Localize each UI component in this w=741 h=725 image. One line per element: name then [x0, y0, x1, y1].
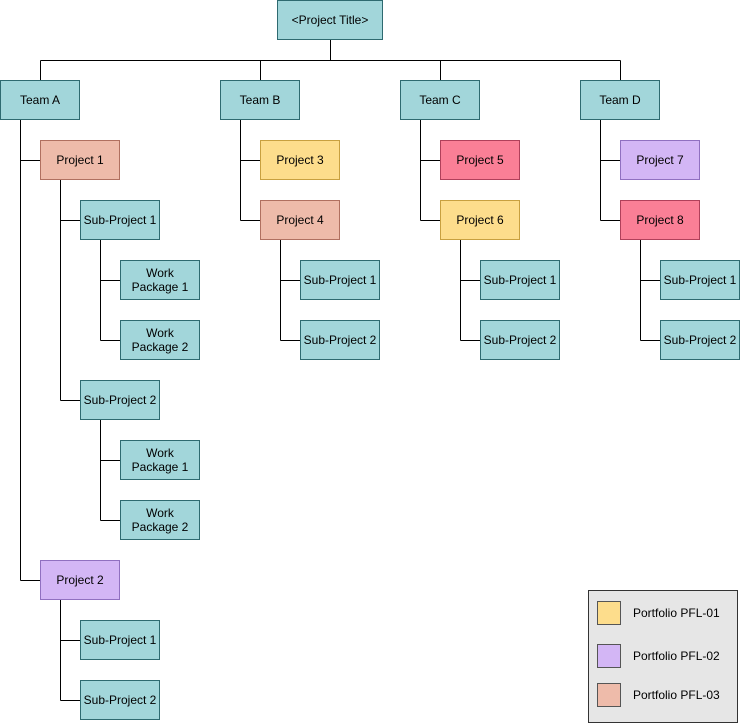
connector-team-a [20, 120, 40, 581]
connector-a-p1-sub1 [100, 240, 120, 341]
legend-label-pfl-02: Portfolio PFL-02 [633, 649, 720, 663]
a-p1-sub1-work-package-1-node[interactable]: Work Package 1 [120, 260, 200, 300]
connector-a-p1-sub2 [100, 420, 120, 521]
a-p1-sub1-work-package-2-node[interactable]: Work Package 2 [120, 320, 200, 360]
project-5-node[interactable]: Project 5 [440, 140, 520, 180]
a-p1-sub-project-1-node[interactable]: Sub-Project 1 [80, 200, 160, 240]
legend: Portfolio PFL-01 Portfolio PFL-02 Portfo… [588, 590, 738, 723]
d-p8-sub-project-2-node[interactable]: Sub-Project 2 [660, 320, 740, 360]
connector-team-c [420, 120, 440, 221]
team-b-node[interactable]: Team B [220, 80, 300, 120]
connector-b-project4 [280, 240, 300, 341]
connector-team-b [240, 120, 260, 221]
project-6-node[interactable]: Project 6 [440, 200, 520, 240]
legend-swatch-pfl-02 [597, 644, 621, 668]
legend-item-pfl-01: Portfolio PFL-01 [597, 600, 720, 626]
team-d-node[interactable]: Team D [580, 80, 660, 120]
b-p4-sub-project-1-node[interactable]: Sub-Project 1 [300, 260, 380, 300]
project-4-node[interactable]: Project 4 [260, 200, 340, 240]
a-p1-sub2-work-package-1-node[interactable]: Work Package 1 [120, 440, 200, 480]
legend-label-pfl-01: Portfolio PFL-01 [633, 606, 720, 620]
connector-team-d [600, 120, 620, 221]
legend-item-pfl-02: Portfolio PFL-02 [597, 643, 720, 669]
connector-d-project8 [640, 240, 660, 341]
a-p1-sub2-work-package-2-node[interactable]: Work Package 2 [120, 500, 200, 540]
c-p6-sub-project-1-node[interactable]: Sub-Project 1 [480, 260, 560, 300]
connector-a-project2 [60, 600, 80, 701]
project-3-node[interactable]: Project 3 [260, 140, 340, 180]
legend-item-pfl-03: Portfolio PFL-03 [597, 682, 720, 708]
a-p2-sub-project-1-node[interactable]: Sub-Project 1 [80, 620, 160, 660]
a-p1-sub-project-2-node[interactable]: Sub-Project 2 [80, 380, 160, 420]
legend-label-pfl-03: Portfolio PFL-03 [633, 688, 720, 702]
project-1-node[interactable]: Project 1 [40, 140, 120, 180]
c-p6-sub-project-2-node[interactable]: Sub-Project 2 [480, 320, 560, 360]
d-p8-sub-project-1-node[interactable]: Sub-Project 1 [660, 260, 740, 300]
team-a-node[interactable]: Team A [0, 80, 80, 120]
project-7-node[interactable]: Project 7 [620, 140, 700, 180]
connector-c-project6 [460, 240, 480, 341]
a-p2-sub-project-2-node[interactable]: Sub-Project 2 [80, 680, 160, 720]
project-8-node[interactable]: Project 8 [620, 200, 700, 240]
connector-a-project1 [60, 180, 80, 401]
legend-swatch-pfl-01 [597, 601, 621, 625]
project-title-node[interactable]: <Project Title> [277, 0, 383, 40]
b-p4-sub-project-2-node[interactable]: Sub-Project 2 [300, 320, 380, 360]
project-2-node[interactable]: Project 2 [40, 560, 120, 600]
connector-title-teams [40, 40, 621, 80]
legend-swatch-pfl-03 [597, 683, 621, 707]
team-c-node[interactable]: Team C [400, 80, 480, 120]
